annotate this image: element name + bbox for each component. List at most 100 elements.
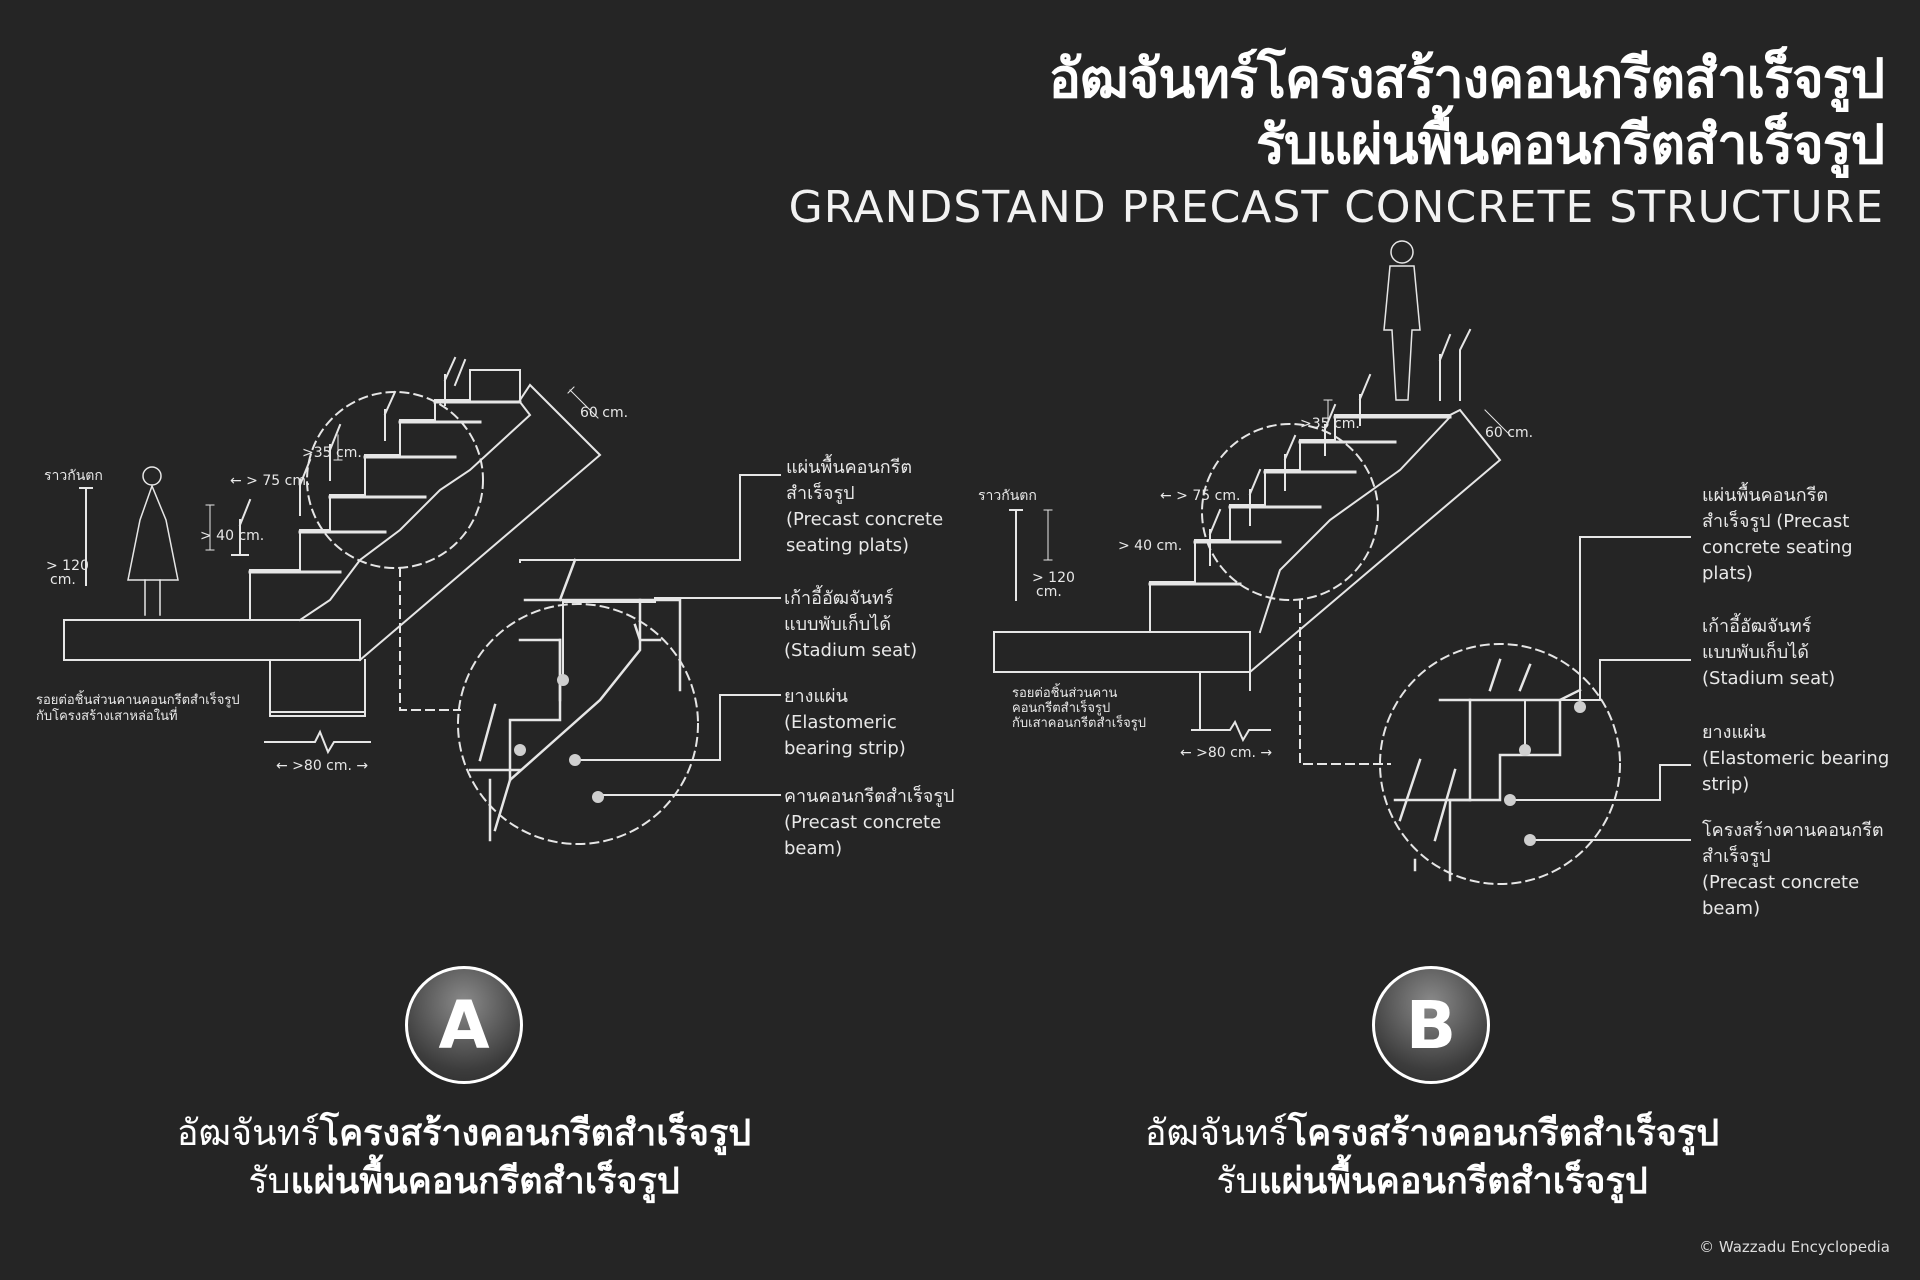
- svg-text:(Precast concrete: (Precast concrete: [786, 509, 943, 530]
- diagram-b-dim-80-label: ← >80 cm. →: [1180, 745, 1272, 761]
- diagram-b-dim-120-unit: cm.: [1036, 584, 1062, 600]
- svg-text:ยางแผ่น: ยางแผ่น: [784, 686, 848, 707]
- diagram-b-joint-label-2: คอนกรีตสำเร็จรูป: [1012, 698, 1110, 716]
- caption-b-light-2: รับ: [1216, 1161, 1259, 1202]
- diagram-a-seats: [231, 356, 467, 556]
- diagram-b-callout-circle-large: [1379, 643, 1621, 885]
- diagram-b-railing: [1009, 509, 1023, 601]
- caption-a-bold-2: แผ่นพื้นคอนกรีตสำเร็จรูป: [290, 1161, 680, 1202]
- svg-text:beam): beam): [1702, 898, 1760, 919]
- svg-text:seating plats): seating plats): [786, 535, 909, 556]
- diagram-a-steps: [249, 369, 521, 621]
- diagram-a-dim-35: [333, 434, 343, 461]
- caption-a-light-1: อัฒจันทร์: [176, 1113, 320, 1154]
- diagram-b-railing-label: ราวกันตก: [978, 488, 1037, 504]
- diagram-b-beam-slope: [1248, 408, 1502, 674]
- diagram-a-callout-connector: [399, 567, 461, 711]
- diagram-a-beam-slope: [358, 383, 602, 662]
- svg-text:แผ่นพื้นคอนกรีต: แผ่นพื้นคอนกรีต: [786, 454, 912, 478]
- svg-text:สำเร็จรูป: สำเร็จรูป: [1702, 844, 1771, 867]
- diagram-b-dim-40: [1043, 509, 1053, 561]
- caption-b-light-1: อัฒจันทร์: [1144, 1113, 1288, 1154]
- badge-b: B: [1372, 966, 1490, 1084]
- diagram-a-railing-label: ราวกันตก: [44, 468, 103, 484]
- svg-text:แบบพับเก็บได้: แบบพับเก็บได้: [784, 612, 891, 635]
- diagram-b-callout-connector: [1299, 599, 1391, 765]
- diagram-b-dim-75-label: ← > 75 cm.: [1160, 488, 1240, 504]
- diagram-b-break-line: [1191, 719, 1271, 743]
- svg-text:สำเร็จรูป: สำเร็จรูป: [786, 481, 855, 504]
- diagram-b-seat-plats: [1148, 415, 1452, 586]
- svg-text:แผ่นพื้นคอนกรีต: แผ่นพื้นคอนกรีต: [1702, 482, 1828, 506]
- svg-text:(Elastomeric: (Elastomeric: [784, 712, 897, 733]
- svg-text:เก้าอี้อัฒจันทร์: เก้าอี้อัฒจันทร์: [784, 585, 894, 609]
- diagram-a-ground-slab: [63, 619, 361, 661]
- diagram-b-dim-120-label: > 120: [1032, 570, 1075, 586]
- diagram-a-railing: [79, 487, 93, 586]
- svg-text:คานคอนกรีตสำเร็จรูป: คานคอนกรีตสำเร็จรูป: [784, 784, 954, 807]
- diagram-b-joint-label-3: กับเสาคอนกรีตสำเร็จรูป: [1012, 713, 1146, 731]
- diagram-b-dim-40-label: > 40 cm.: [1118, 538, 1182, 554]
- diagram-a-person-icon: [127, 466, 179, 616]
- diagram-a-dim-80-label: ← >80 cm. →: [276, 758, 368, 774]
- diagram-b-person-icon: [1383, 240, 1421, 401]
- diagram-a-callout-circle-small: [306, 391, 484, 569]
- diagram-b-joint-label-1: รอยต่อชิ้นส่วนคาน: [1012, 683, 1117, 701]
- diagram-b-beam-inner: [1258, 415, 1452, 634]
- svg-text:เก้าอี้อัฒจันทร์: เก้าอี้อัฒจันทร์: [1702, 613, 1812, 637]
- svg-text:plats): plats): [1702, 563, 1753, 584]
- title-line-1: อัฒจันทร์โครงสร้างคอนกรีตสำเร็จรูป: [1048, 47, 1885, 110]
- svg-text:(Precast concrete: (Precast concrete: [1702, 872, 1859, 893]
- diagram-a-leader-dots: [514, 674, 604, 803]
- diagram-b-labels: แผ่นพื้นคอนกรีต สำเร็จรูป (Precast concr…: [1702, 482, 1889, 919]
- diagram-b-dim-35-label: >35 cm.: [1300, 416, 1360, 432]
- title-line-2: รับแผ่นพื้นคอนกรีตสำเร็จรูป: [1255, 113, 1885, 176]
- svg-text:strip): strip): [1702, 774, 1749, 795]
- diagram-b-column: [1199, 671, 1251, 731]
- diagram-a-seat-plats: [248, 400, 522, 574]
- caption-a: อัฒจันทร์โครงสร้างคอนกรีตสำเร็จรูป รับแผ…: [84, 1110, 844, 1206]
- diagram-b-detail: [1393, 658, 1582, 882]
- diagram-a-leaders: [519, 474, 781, 796]
- diagram-a-dim-60-label: 60 cm.: [580, 405, 628, 421]
- svg-text:(Elastomeric bearing: (Elastomeric bearing: [1702, 748, 1889, 769]
- diagram-a-joint-label-2: กับโครงสร้างเสาหล่อในที่: [36, 707, 178, 724]
- svg-text:(Stadium seat): (Stadium seat): [1702, 668, 1835, 689]
- badge-a: A: [405, 966, 523, 1084]
- caption-b-bold-2: แผ่นพื้นคอนกรีตสำเร็จรูป: [1258, 1161, 1648, 1202]
- diagram-a-dim-60: [567, 386, 599, 419]
- svg-text:ยางแผ่น: ยางแผ่น: [1702, 722, 1766, 743]
- diagram-b-dim-60: [1484, 409, 1511, 436]
- diagram-a: [63, 356, 781, 845]
- diagram-a-callout-circle-large: [457, 603, 699, 845]
- diagram-a-dim-75-label: ← > 75 cm.: [230, 473, 310, 489]
- caption-a-bold-1: โครงสร้างคอนกรีตสำเร็จรูป: [319, 1113, 752, 1154]
- diagram-a-joint-label-1: รอยต่อชิ้นส่วนคานคอนกรีตสำเร็จรูป: [36, 690, 240, 708]
- diagram-a-dim-35-label: >35 cm.: [302, 445, 362, 461]
- diagram-b-ground-slab: [993, 631, 1251, 673]
- svg-text:แบบพับเก็บได้: แบบพับเก็บได้: [1702, 640, 1809, 663]
- page-subtitle: GRANDSTAND PRECAST CONCRETE STRUCTURE: [788, 182, 1884, 233]
- diagram-b-callout-circle-small: [1201, 423, 1379, 601]
- diagram-a-dim-40: [205, 504, 215, 551]
- diagram-a-joint-line: [269, 711, 366, 717]
- diagram-a-detail: [468, 558, 682, 842]
- page-title: อัฒจันทร์โครงสร้างคอนกรีตสำเร็จรูป รับแผ…: [1048, 46, 1885, 178]
- diagram-a-labels: แผ่นพื้นคอนกรีต สำเร็จรูป (Precast concr…: [784, 454, 954, 859]
- caption-b: อัฒจันทร์โครงสร้างคอนกรีตสำเร็จรูป รับแผ…: [1052, 1110, 1812, 1206]
- diagram-b-dim-60-label: 60 cm.: [1485, 425, 1533, 441]
- svg-text:beam): beam): [784, 838, 842, 859]
- diagram-b-dim-35: [1323, 399, 1333, 426]
- diagram-b-leader-dots: [1504, 701, 1586, 846]
- svg-text:สำเร็จรูป (Precast: สำเร็จรูป (Precast: [1702, 509, 1849, 532]
- diagram-b-steps: [1149, 414, 1451, 633]
- svg-text:โครงสร้างคานคอนกรีต: โครงสร้างคานคอนกรีต: [1702, 819, 1884, 841]
- diagram-a-dim-120-unit: cm.: [50, 572, 76, 588]
- svg-text:concrete seating: concrete seating: [1702, 537, 1853, 558]
- diagram-a-break-line: [264, 729, 371, 755]
- caption-b-bold-1: โครงสร้างคอนกรีตสำเร็จรูป: [1287, 1113, 1720, 1154]
- diagram-a-column: [269, 659, 366, 716]
- diagram-b-seats: [1208, 328, 1472, 566]
- svg-text:(Stadium seat): (Stadium seat): [784, 640, 917, 661]
